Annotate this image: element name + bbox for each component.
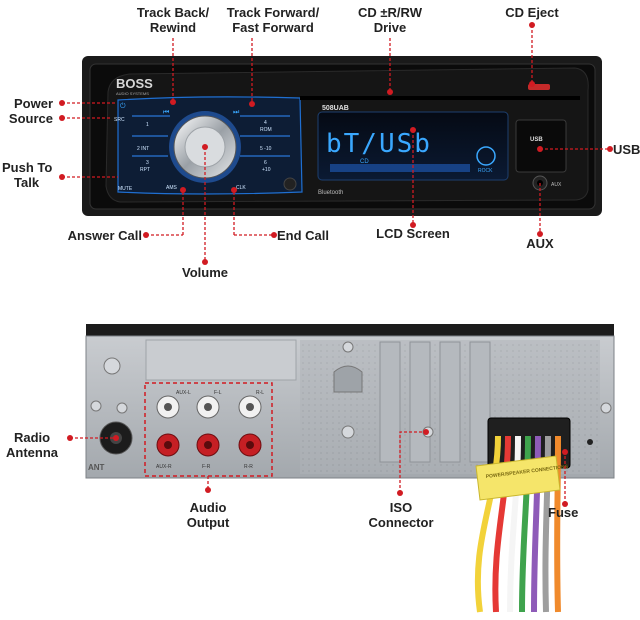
preset-1-button[interactable]: 1: [146, 122, 149, 128]
callout-iso-connector: ISO Connector: [358, 500, 444, 530]
callout-volume: Volume: [182, 265, 228, 280]
lcd-small-text: CD: [360, 159, 369, 165]
callout-answer-call: Answer Call: [67, 228, 142, 243]
rca-aux-r-label: AUX-R: [156, 464, 172, 470]
track-forward-icon[interactable]: ⏭: [233, 108, 240, 116]
callout-audio-output-line1: Audio: [189, 500, 227, 515]
minus10-button[interactable]: 5 -10: [260, 146, 272, 152]
callout-push-to-talk-line2: Talk: [14, 175, 40, 190]
antenna-label: ANT: [88, 463, 105, 472]
callout-track-forward-line2: Fast Forward: [232, 20, 314, 35]
power-icon[interactable]: ⏻: [120, 102, 126, 110]
callout-push-to-talk-line1: Push To: [2, 160, 53, 175]
callout-dots: [59, 22, 613, 507]
brand-sub: AUDIO SYSTEMS: [116, 91, 149, 96]
callout-radio-antenna-line1: Radio: [14, 430, 51, 445]
ams-button[interactable]: AMS: [166, 185, 178, 191]
callout-cd-drive-line2: Drive: [373, 20, 407, 35]
track-back-icon[interactable]: ⏮: [163, 108, 169, 116]
callout-lines: [62, 25, 610, 504]
rca-rr-label: R-R: [244, 464, 253, 470]
preset-3-button[interactable]: 3: [146, 160, 149, 166]
callout-track-back-line1: Track Back/: [136, 5, 210, 20]
src-button[interactable]: SRC: [114, 117, 125, 123]
harness-tag: [475, 455, 561, 501]
callout-end-call: End Call: [277, 228, 330, 243]
callout-iso-connector-line2: Connector: [368, 515, 434, 530]
model-label: 508UAB: [322, 105, 349, 112]
callout-usb: USB: [613, 142, 640, 157]
lcd-text: bT/USb: [326, 129, 432, 159]
rca-fl-label: F-L: [214, 390, 222, 396]
rca-rl-label: R-L: [256, 390, 264, 396]
callout-cd-eject: CD Eject: [505, 5, 559, 20]
int-button[interactable]: 2 INT: [137, 146, 149, 152]
rom-button[interactable]: ROM: [260, 127, 272, 133]
rca-aux-l-label: AUX-L: [176, 390, 191, 396]
callout-cd-drive: CD ±R/RW Drive: [340, 5, 440, 35]
bluetooth-label: Bluetooth: [318, 190, 343, 196]
brand-logo: BOSS: [116, 76, 153, 91]
callout-track-back: Track Back/ Rewind: [113, 5, 233, 35]
callout-cd-drive-line1: CD ±R/RW: [358, 5, 422, 20]
preset-4-button[interactable]: 4: [264, 120, 267, 126]
usb-port[interactable]: [515, 119, 567, 173]
rca-fr-label: F-R: [202, 464, 211, 470]
front-panel: [82, 56, 602, 216]
callout-track-forward-line1: Track Forward/: [226, 5, 320, 20]
rpt-button[interactable]: RPT: [140, 167, 150, 173]
lcd-mode-text: ROCK: [478, 168, 493, 174]
callout-aux: AUX: [526, 236, 554, 251]
callout-audio-output-line2: Output: [186, 515, 230, 530]
usb-port-label: USB: [530, 137, 543, 143]
callout-lcd-screen: LCD Screen: [376, 226, 450, 241]
preset-6-button[interactable]: 6: [264, 160, 267, 166]
callout-audio-output: Audio Output: [168, 500, 248, 530]
callout-radio-antenna-line2: Antenna: [6, 445, 58, 460]
aux-port-label: AUX: [551, 182, 562, 188]
callout-fuse: Fuse: [548, 505, 579, 520]
callout-power-source-line2: Source: [8, 111, 53, 126]
clk-button[interactable]: CLK: [236, 185, 246, 191]
callout-push-to-talk: Push To Talk: [2, 160, 64, 190]
callout-power-source-line1: Power: [13, 96, 53, 111]
callout-track-back-line2: Rewind: [149, 20, 197, 35]
plus10-button[interactable]: +10: [262, 167, 271, 173]
callout-radio-antenna: Radio Antenna: [6, 430, 76, 460]
mute-button[interactable]: MUTE: [118, 186, 133, 192]
callout-track-forward: Track Forward/ Fast Forward: [208, 5, 338, 35]
callout-iso-connector-line1: ISO: [389, 500, 413, 515]
rear-panel: [85, 324, 615, 613]
callout-power-source: Power Source: [0, 96, 53, 126]
